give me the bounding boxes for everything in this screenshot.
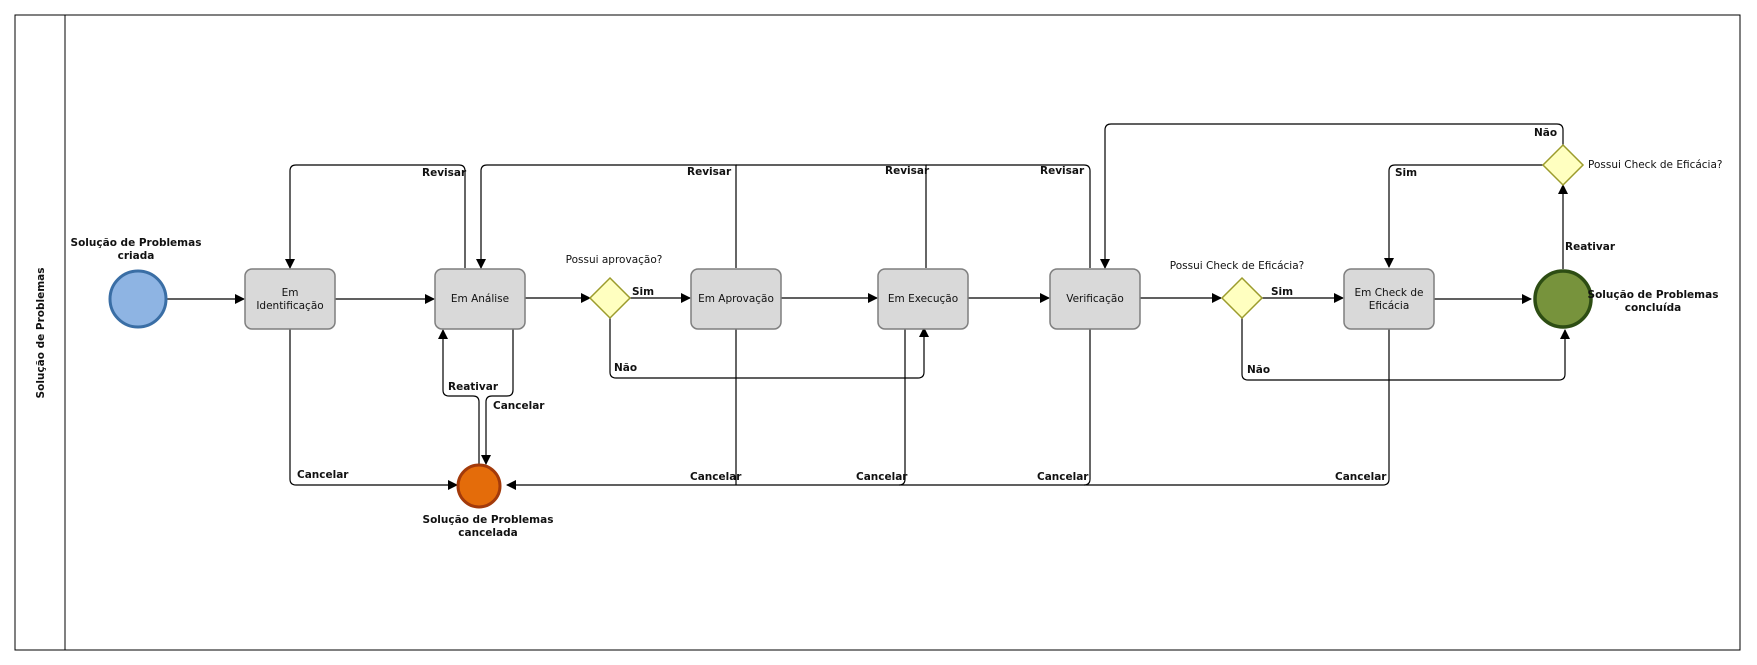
task-em-analise-label: Em Análise (451, 293, 509, 305)
flow-identificacao-cancel (289, 329, 458, 490)
label-revisar-4: Revisar (1040, 165, 1085, 177)
flow-execucao-cancel (898, 329, 906, 486)
label-nao-3: Não (1534, 127, 1557, 139)
label-nao-2: Não (1247, 364, 1270, 376)
task-verificacao[interactable]: Verificação (1049, 268, 1141, 330)
label-cancelar-verificacao: Cancelar (1037, 471, 1089, 483)
label-cancelar-execucao: Cancelar (856, 471, 908, 483)
label-cancelar-analise: Cancelar (493, 400, 545, 412)
task-verificacao-label: Verificação (1066, 293, 1124, 305)
label-revisar-2: Revisar (687, 166, 732, 178)
start-event[interactable]: Solução de Problemas criada (71, 237, 202, 329)
flow-execucao-analise-revisar (736, 164, 927, 268)
flow-gateway-end-nao (1241, 318, 1570, 381)
label-sim-2: Sim (1271, 286, 1293, 298)
label-reativar-end: Reativar (1565, 241, 1616, 253)
gateway-possui-check-1[interactable]: Possui Check de Eficácia? (1170, 260, 1305, 320)
gateway-possui-check-2[interactable]: Possui Check de Eficácia? (1541, 143, 1723, 187)
task-em-check-line1: Em Check de (1355, 287, 1424, 299)
task-em-analise[interactable]: Em Análise (434, 268, 526, 330)
cancel-event[interactable]: Solução de Problemas cancelada (423, 463, 554, 539)
label-cancelar-identificacao: Cancelar (297, 469, 349, 481)
label-sim-1: Sim (632, 286, 654, 298)
pool-title: Solução de Problemas (35, 268, 47, 399)
flow-gateway-execucao-nao (609, 318, 929, 379)
task-em-check-de-eficacia[interactable]: Em Check de Eficácia (1343, 268, 1435, 330)
flow-gateway2-check-sim (1384, 164, 1544, 268)
task-em-aprovacao[interactable]: Em Aprovação (690, 268, 782, 330)
task-em-execucao[interactable]: Em Execução (877, 268, 969, 330)
label-cancelar-check: Cancelar (1335, 471, 1387, 483)
flow-cancel-analise-reativar (438, 329, 480, 465)
flow-analise-cancel (481, 328, 514, 465)
gateway-possui-check-1-label: Possui Check de Eficácia? (1170, 260, 1305, 272)
gateway-possui-aprovacao-label: Possui aprovação? (566, 254, 663, 266)
task-em-check-line2: Eficácia (1369, 300, 1410, 312)
label-revisar-1: Revisar (422, 167, 467, 179)
task-em-identificacao[interactable]: Em Identificação (244, 268, 336, 330)
task-em-aprovacao-label: Em Aprovação (698, 293, 774, 305)
task-em-identificacao-line1: Em (282, 287, 299, 299)
cancel-event-label-line2: cancelada (458, 527, 517, 539)
label-revisar-3: Revisar (885, 165, 930, 177)
start-event-label-line2: criada (118, 250, 155, 262)
flow-gateway2-verificacao-nao (1100, 123, 1564, 269)
flow-aprovacao-analise-revisar (476, 164, 737, 269)
start-event-label-line1: Solução de Problemas (71, 237, 202, 249)
end-event[interactable]: Solução de Problemas concluída (1533, 269, 1719, 329)
end-event-label-line1: Solução de Problemas (1588, 289, 1719, 301)
label-nao-1: Não (614, 362, 637, 374)
flow-verificacao-analise-revisar (926, 164, 1091, 268)
flow-cancel-bus (506, 329, 1390, 490)
gateway-possui-check-2-label: Possui Check de Eficácia? (1588, 159, 1723, 171)
task-em-execucao-label: Em Execução (888, 293, 958, 305)
pool-border (14, 14, 1741, 651)
end-event-label-line2: concluída (1625, 302, 1681, 314)
flow-verificacao-cancel (1083, 329, 1091, 486)
label-cancelar-aprovacao: Cancelar (690, 471, 742, 483)
flow-analise-identificacao-revisar (285, 164, 466, 269)
gateway-possui-aprovacao[interactable]: Possui aprovação? (566, 254, 663, 320)
label-sim-3: Sim (1395, 167, 1417, 179)
label-reativar-cancel: Reativar (448, 381, 499, 393)
cancel-event-label-line1: Solução de Problemas (423, 514, 554, 526)
task-em-identificacao-line2: Identificação (256, 300, 323, 312)
